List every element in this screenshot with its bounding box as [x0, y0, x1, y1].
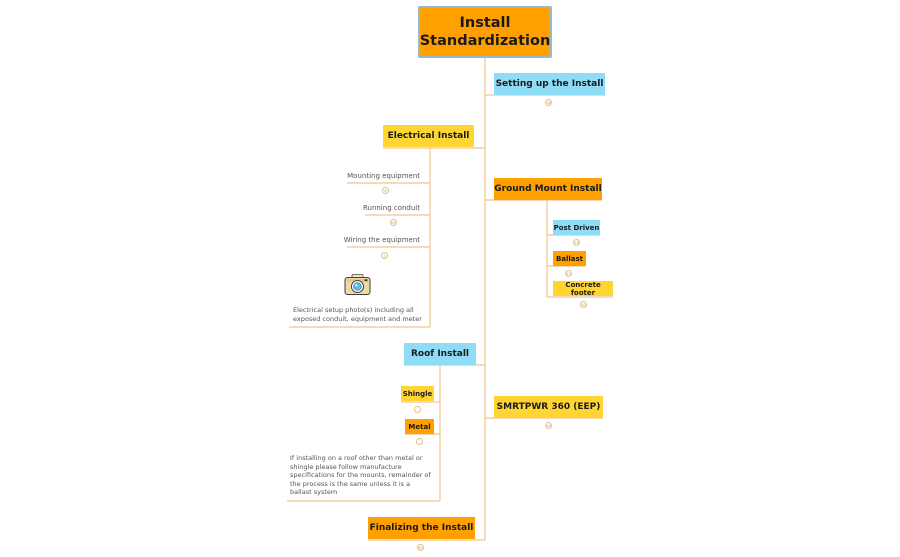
electrical-item-conduit[interactable]: Running conduit [362, 204, 420, 212]
electrical-item-wiring[interactable]: Wiring the equipment [343, 236, 420, 244]
ground-item-ballast[interactable]: Ballast [553, 251, 586, 266]
post-driven-badge: 16 [573, 239, 580, 246]
topic-electrical-label: Electrical Install [387, 131, 470, 141]
roof-item-metal[interactable]: Metal [405, 419, 434, 434]
concrete-footer-label: Concrete footer [565, 280, 601, 297]
ballast-badge: 10 [565, 270, 572, 277]
setting-up-badge: 08 [545, 99, 552, 106]
topic-electrical-install[interactable]: Electrical Install [383, 125, 474, 147]
topic-setting-up[interactable]: Setting up the Install [494, 73, 605, 95]
concrete-footer-badge: 20 [580, 301, 587, 308]
topic-roof-label: Roof Install [410, 349, 469, 359]
camera-icon [344, 274, 371, 295]
wiring-badge: 1 [381, 252, 388, 259]
finalizing-badge: 60 [417, 544, 424, 551]
topic-smrtpwr[interactable]: SMRTPWR 360 (EEP) [494, 396, 603, 418]
topic-smrtpwr-label: SMRTPWR 360 (EEP) [496, 402, 601, 412]
electrical-note: Electrical setup photo(s) including all … [293, 306, 422, 323]
electrical-item-mounting[interactable]: Mounting equipment [347, 172, 420, 180]
ground-item-post-driven[interactable]: Post Driven [553, 220, 600, 235]
root-topic[interactable]: Install Standardization [418, 6, 552, 58]
shingle-badge [414, 406, 421, 413]
topic-ground-mount-label: Ground Mount Install [494, 184, 602, 194]
shingle-label: Shingle [402, 389, 433, 398]
post-driven-label: Post Driven [553, 223, 600, 232]
ground-item-concrete-footer[interactable]: Concrete footer [553, 280, 613, 297]
mounting-badge: 6 [382, 187, 389, 194]
roof-note: If installing on a roof other than metal… [290, 454, 431, 497]
metal-badge [416, 438, 423, 445]
metal-label: Metal [408, 422, 431, 431]
topic-roof-install[interactable]: Roof Install [404, 343, 476, 365]
roof-item-shingle[interactable]: Shingle [401, 386, 434, 401]
ballast-label: Ballast [555, 254, 584, 263]
topic-finalizing[interactable]: Finalizing the Install [368, 517, 475, 539]
topic-setting-up-label: Setting up the Install [495, 79, 604, 89]
root-title-line2: Standardization [419, 33, 551, 49]
topic-finalizing-label: Finalizing the Install [369, 523, 474, 533]
conduit-badge: 05 [390, 219, 397, 226]
root-title-line1: Install [459, 15, 511, 31]
smrtpwr-badge: 26 [545, 422, 552, 429]
topic-ground-mount[interactable]: Ground Mount Install [494, 178, 602, 200]
